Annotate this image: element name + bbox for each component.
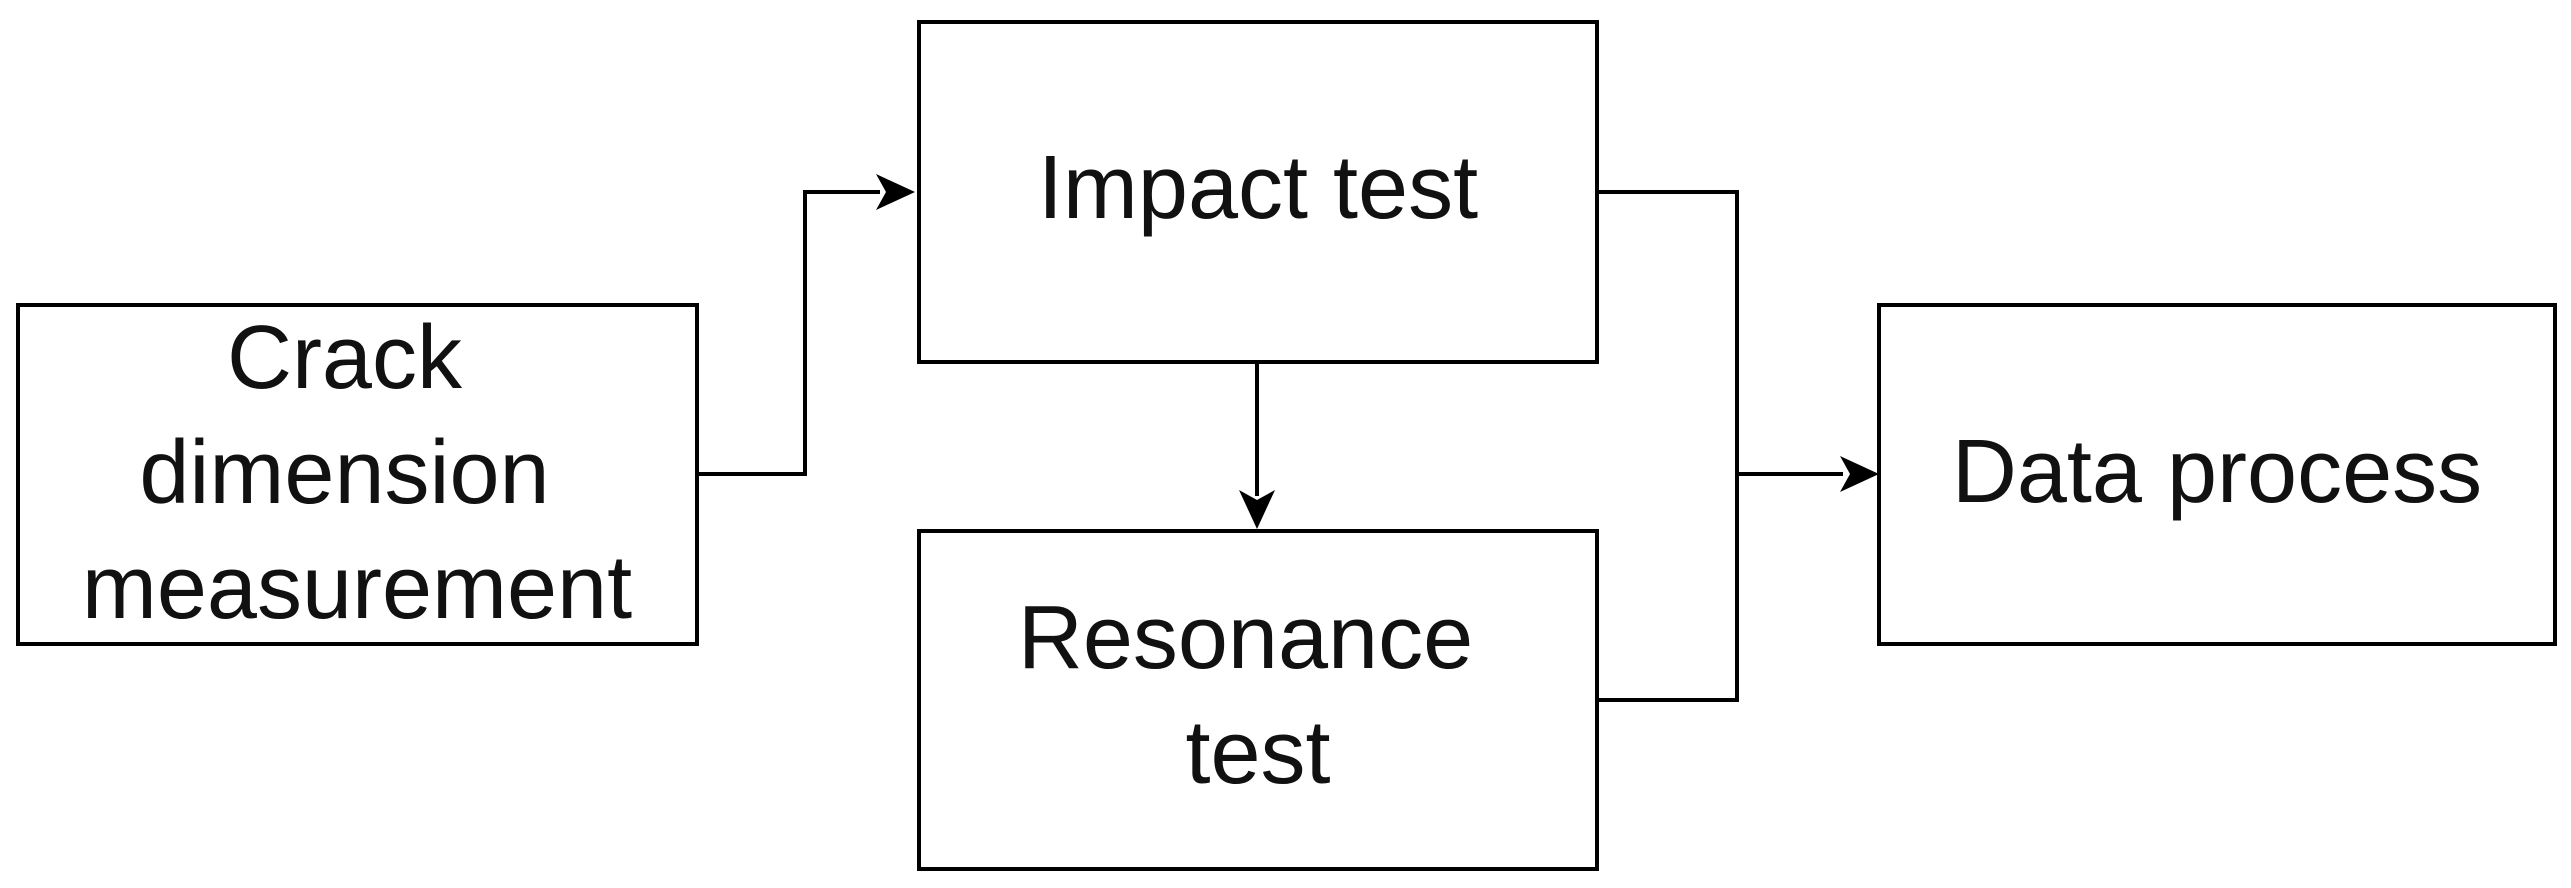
label-line: dimension xyxy=(139,423,549,523)
label-crack-dimension-measurement: Crack dimension measurement xyxy=(82,308,632,638)
label-line: Impact test xyxy=(1038,138,1478,238)
label-line: test xyxy=(1185,703,1330,803)
label-line: Data process xyxy=(1952,422,2482,522)
box-resonance-test xyxy=(917,529,1599,871)
edge-crack-to-impact xyxy=(697,190,880,476)
label-data-process: Data process xyxy=(1952,422,2482,522)
box-data-process xyxy=(1877,303,2557,646)
arrowhead-impact-test xyxy=(876,174,915,210)
edge-impact-to-data-process xyxy=(1597,190,1739,702)
arrowhead-resonance-test xyxy=(1239,490,1275,529)
label-line: Crack xyxy=(227,308,463,408)
box-impact-test xyxy=(917,20,1599,364)
arrowhead-data-process xyxy=(1840,456,1879,492)
label-impact-test: Impact test xyxy=(1038,138,1478,238)
label-line: Resonance xyxy=(1018,588,1473,688)
box-crack-dimension-measurement xyxy=(16,303,699,646)
label-resonance-test: Resonance test xyxy=(1018,588,1498,803)
label-line: measurement xyxy=(82,538,632,638)
